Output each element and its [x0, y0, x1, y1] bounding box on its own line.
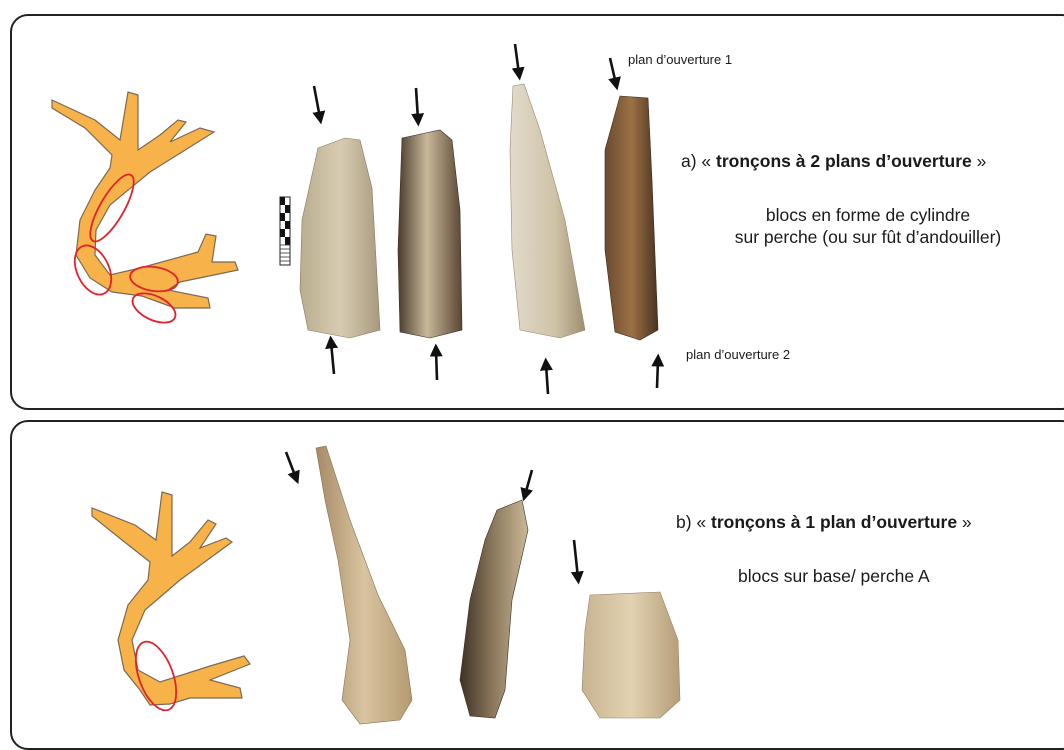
- desc-line: blocs en forme de cylindre: [698, 204, 1038, 226]
- panel-b-title: b) « tronçons à 1 plan d’ouverture »: [676, 512, 972, 533]
- title-prefix: a) «: [681, 151, 716, 171]
- bone-fragment-image: [605, 96, 658, 340]
- bone-fragment-image: [582, 592, 680, 718]
- title-prefix: b) «: [676, 512, 711, 532]
- title-suffix: »: [972, 151, 987, 171]
- antler-shape-b: [92, 492, 250, 705]
- desc-line: blocs sur base/ perche A: [738, 565, 930, 587]
- panel-b-description: blocs sur base/ perche A: [738, 565, 930, 587]
- label-plan-ouverture-1: plan d’ouverture 1: [628, 52, 732, 67]
- antler-diagram-b: [92, 492, 250, 716]
- bone-fragment-image: [300, 138, 380, 338]
- bone-fragment-image: [460, 500, 528, 718]
- scale-bar-icon: [280, 197, 290, 265]
- antler-shape-a: [52, 92, 238, 308]
- title-bold: tronçons à 1 plan d’ouverture: [711, 512, 957, 532]
- panel-a-title: a) « tronçons à 2 plans d’ouverture »: [681, 151, 986, 172]
- panel-a-description: blocs en forme de cylindre sur perche (o…: [698, 204, 1038, 248]
- title-bold: tronçons à 2 plans d’ouverture: [716, 151, 972, 171]
- bone-fragment-image: [316, 446, 412, 724]
- title-suffix: »: [957, 512, 972, 532]
- label-plan-ouverture-2: plan d’ouverture 2: [686, 347, 790, 362]
- desc-line: sur perche (ou sur fût d’andouiller): [698, 226, 1038, 248]
- bone-fragment-image: [510, 84, 585, 338]
- bone-fragment-image: [398, 130, 462, 338]
- antler-diagram-a: [52, 92, 238, 329]
